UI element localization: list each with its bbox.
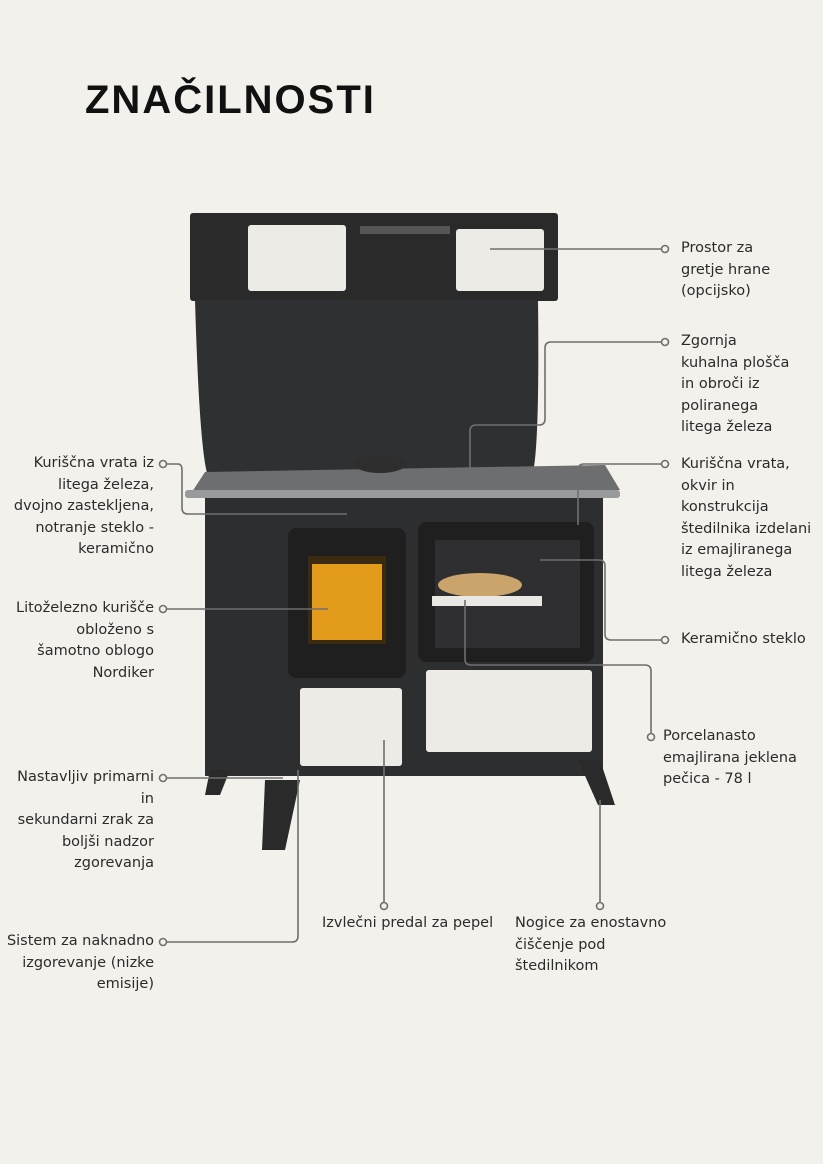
label-firebox-door: Kuriščna vrata iz litega železa, dvojno …	[13, 455, 154, 558]
label-ash-drawer: Izvlečni predal za pepel	[322, 915, 494, 931]
label-frame: Kuriščna vrata, okvir in konstrukcija št…	[681, 456, 812, 580]
label-feet: Nogice za enostavno čiščenje pod štediln…	[515, 915, 667, 975]
leader-dots	[158, 244, 670, 947]
label-warming-compartment: Prostor za gretje hrane (opcijsko)	[681, 240, 771, 300]
label-ceramic-glass: Keramično steklo	[681, 631, 806, 647]
label-firebox: Litoželezno kurišče obloženo s šamotno o…	[15, 600, 154, 681]
stove-image	[185, 213, 620, 850]
page-title: ZNAČILNOSTI	[85, 78, 376, 122]
leader-lines	[167, 248, 661, 943]
label-hob: Zgornja kuhalna plošča in obroči iz poli…	[681, 333, 790, 436]
label-oven: Porcelanasto emajlirana jeklena pečica -…	[663, 728, 797, 788]
label-air-control: Nastavljiv primarni in sekundarni zrak z…	[17, 769, 154, 872]
label-afterburn: Sistem za naknadno izgorevanje (nizke em…	[6, 933, 154, 993]
